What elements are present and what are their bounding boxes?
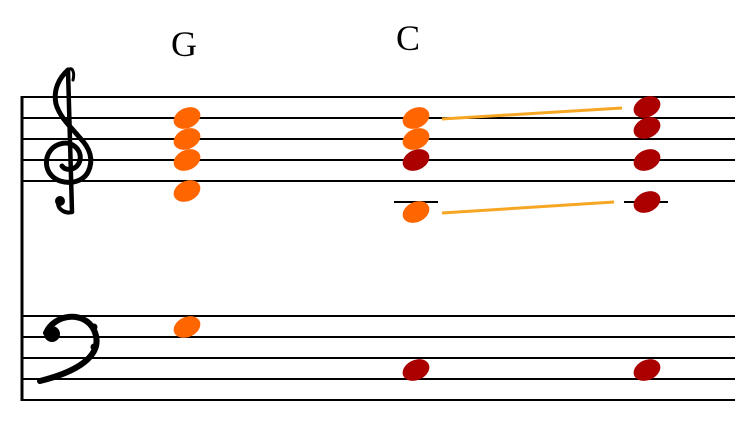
treble-staff (22, 96, 735, 182)
chord-label-c: C (396, 18, 420, 58)
note-head (173, 149, 201, 171)
note-head (402, 149, 430, 171)
note-head (633, 191, 661, 213)
note-head (633, 117, 661, 139)
treble-clef-icon (43, 67, 94, 215)
note-head (173, 128, 201, 150)
note-head (633, 96, 661, 118)
note-head (173, 107, 201, 129)
voice-leading-line (441, 200, 615, 215)
bass-staff (22, 315, 735, 401)
note-head (173, 180, 201, 202)
chord-c-notes (402, 107, 430, 381)
note-head (173, 316, 201, 338)
voice-leading-line (441, 106, 623, 121)
note-head (633, 359, 661, 381)
note-head (402, 128, 430, 150)
chord-label-g: G (171, 24, 197, 64)
note-head (402, 201, 430, 223)
note-head (402, 359, 430, 381)
note-head (402, 107, 430, 129)
chord-c-resolved-notes (633, 96, 661, 381)
chord-g-notes (173, 107, 201, 338)
bass-clef-icon (37, 313, 100, 384)
note-head (633, 149, 661, 171)
